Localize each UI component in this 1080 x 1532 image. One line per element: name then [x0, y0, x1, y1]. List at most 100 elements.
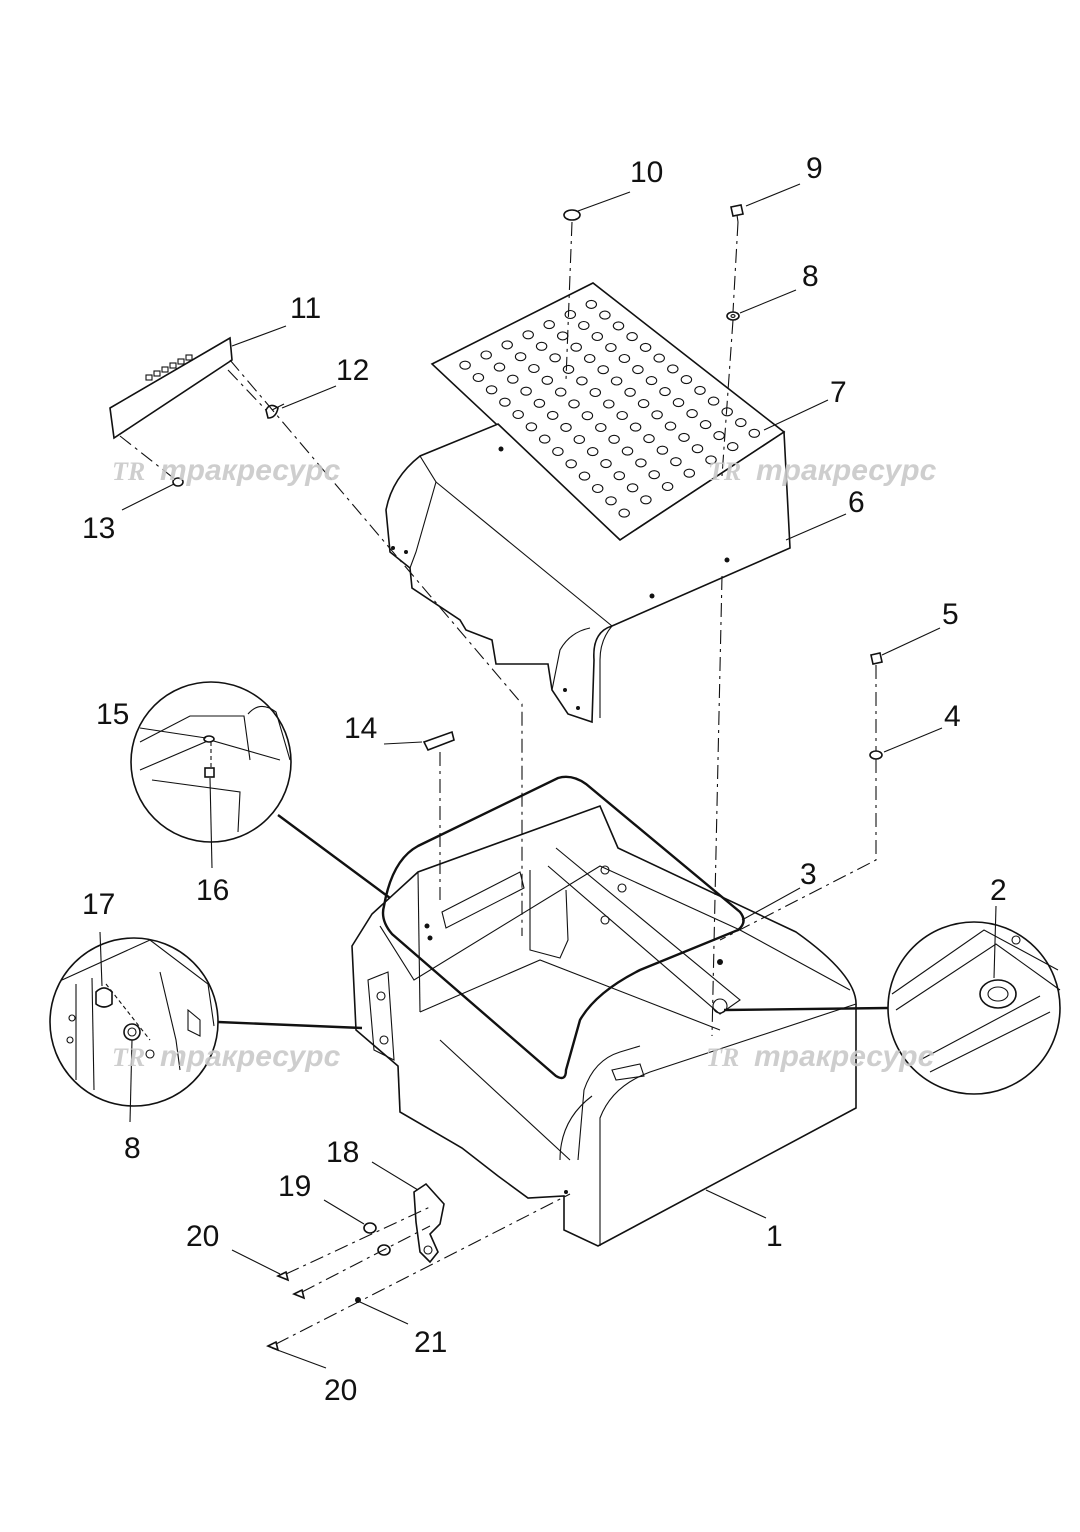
svg-text:TR: TR: [706, 1043, 739, 1072]
plate-hole: [535, 341, 548, 351]
plate-hole: [616, 410, 628, 421]
plate-hole: [664, 421, 677, 431]
plate-hole: [726, 442, 739, 452]
callout-11: 11: [290, 292, 321, 325]
svg-text:TR: TR: [112, 457, 145, 486]
seal: [381, 775, 745, 1080]
plate-hole: [552, 446, 564, 457]
plate-hole: [554, 387, 567, 397]
svg-text:TR: TR: [708, 457, 741, 486]
callout-14: 14: [344, 712, 377, 745]
plate-hole: [667, 364, 679, 374]
cover: [385, 423, 791, 724]
plate-hole: [528, 363, 540, 374]
plate-hole: [493, 362, 506, 372]
plate-hole: [618, 508, 630, 518]
watermark-lower-right: TR тракресурс: [706, 1040, 935, 1073]
callout-6: 6: [848, 486, 865, 519]
plate-hole: [624, 387, 636, 397]
plate-hole: [565, 459, 577, 469]
plate-hole: [591, 331, 604, 342]
plate-hole: [629, 422, 642, 432]
plate-hole: [618, 353, 631, 364]
callout-10: 10: [630, 156, 663, 189]
plate-hole: [610, 376, 623, 386]
callout-13: 13: [82, 512, 115, 545]
plate-hole: [648, 470, 660, 480]
callout-7: 7: [830, 376, 847, 409]
plate-hole: [581, 411, 594, 421]
plate-hole: [549, 353, 561, 363]
plate-hole: [480, 350, 492, 360]
plate-hole: [613, 471, 626, 481]
plate-hole: [705, 455, 717, 465]
plate-hole: [612, 321, 625, 331]
plate-hole: [586, 447, 599, 457]
plate-hole: [591, 483, 604, 494]
plate-hole: [472, 372, 485, 383]
callout-9: 9: [806, 152, 823, 185]
watermarks: TR тракресурс TR тракресурс TR тракресур…: [112, 454, 937, 1073]
detail-circle-top-left: [130, 681, 391, 899]
plate-hole: [608, 434, 620, 444]
step-plate: [430, 282, 786, 542]
plate-hole: [656, 445, 669, 455]
plate-hole: [605, 496, 617, 506]
plate-hole: [645, 376, 658, 386]
callout-15: 15: [96, 698, 129, 731]
callout-12: 12: [336, 354, 369, 387]
plate-hole: [533, 398, 546, 408]
plate-hole: [600, 459, 612, 469]
plate-hole: [525, 422, 538, 432]
plate-hole: [562, 364, 575, 374]
nameplate-marks: [145, 354, 193, 381]
callout-18: 18: [326, 1136, 359, 1169]
plate-hole: [578, 471, 591, 481]
callout-16: 16: [196, 874, 229, 907]
plate-hole: [626, 332, 638, 342]
plate-hole: [635, 458, 647, 468]
plate-hole: [678, 432, 690, 442]
svg-text:тракресурс: тракресурс: [160, 454, 341, 487]
callout-1: 1: [766, 1220, 783, 1253]
plate-hole: [560, 422, 572, 432]
plate-hole: [691, 444, 704, 454]
plate-hole: [583, 353, 596, 364]
plate-hole: [748, 428, 761, 438]
plate-hole: [651, 410, 663, 420]
plate-hole: [585, 299, 598, 309]
box-body: [351, 804, 857, 1247]
callout-4: 4: [944, 700, 961, 733]
plate-hole: [735, 418, 747, 428]
plate-hole: [640, 495, 652, 505]
plate-hole: [597, 365, 609, 375]
plate-hole: [546, 410, 559, 420]
plate-hole: [568, 399, 580, 409]
watermark-upper-right: TR тракресурс: [708, 454, 937, 487]
plate-hole: [621, 446, 634, 456]
callout-labels: 1 2 3 4 5 6 7 8 8 9 10 11 12 13 14 15 16…: [82, 152, 1007, 1407]
plate-hole: [639, 342, 652, 352]
plate-hole: [514, 352, 527, 362]
watermark-lower-left: TR тракресурс: [112, 1040, 341, 1073]
plate-hole: [501, 340, 513, 350]
detail-circle-right: [723, 921, 1061, 1095]
callout-8-detail: 8: [124, 1132, 141, 1165]
plate-hole: [672, 398, 685, 408]
plate-hole: [603, 399, 615, 409]
plate-hole: [541, 375, 554, 385]
step-plate-holes: [459, 299, 761, 518]
plate-hole: [643, 434, 655, 444]
callout-3: 3: [800, 858, 817, 891]
plate-hole: [694, 385, 706, 395]
callout-19: 19: [278, 1170, 311, 1203]
plate-hole: [686, 409, 698, 419]
callout-20-lower: 20: [324, 1374, 357, 1407]
callout-8-top: 8: [802, 260, 819, 293]
plate-hole: [713, 431, 725, 441]
plate-hole: [522, 330, 534, 340]
assembly-lines: [119, 221, 877, 1345]
watermark-upper-left: TR тракресурс: [112, 454, 341, 487]
